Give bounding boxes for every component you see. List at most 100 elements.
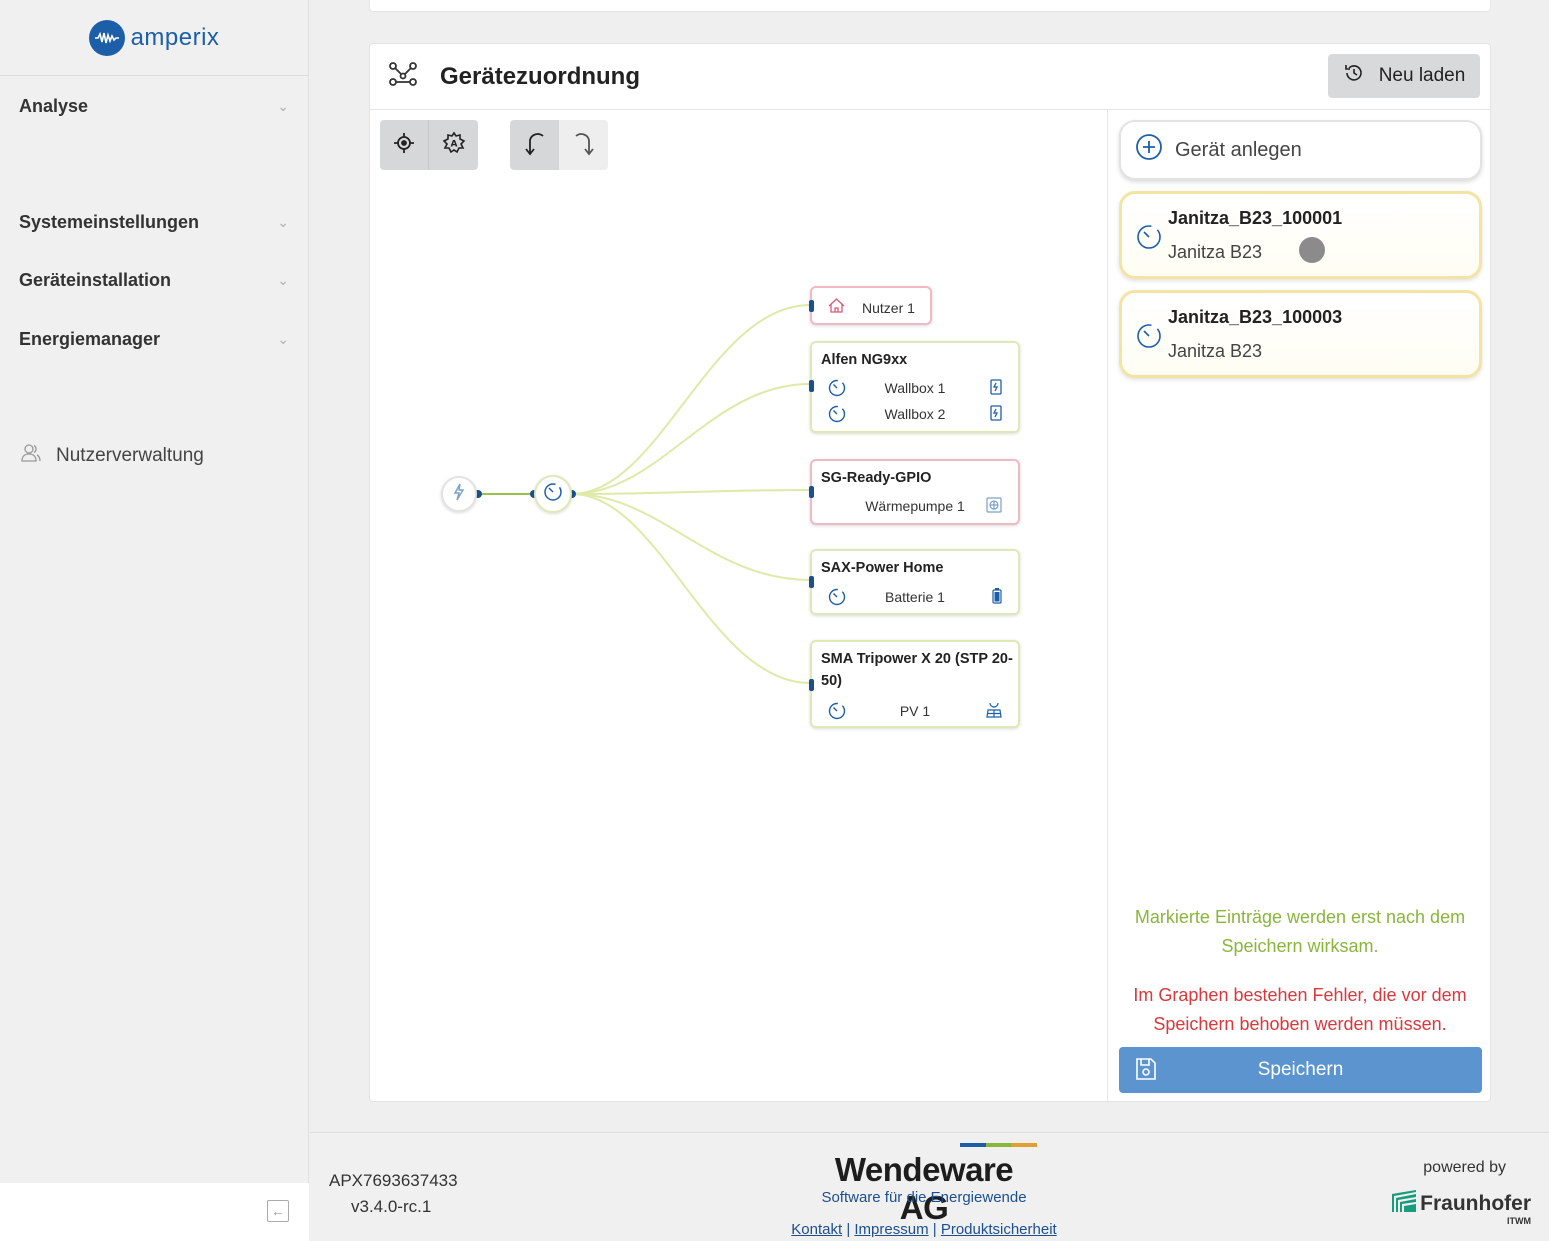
collapse-sidebar-icon[interactable]: ←: [267, 1200, 289, 1222]
serial-number: APX7693637433: [329, 1171, 458, 1190]
sidebar-item-geraeteinstallation[interactable]: Geräteinstallation ⌄: [19, 270, 289, 291]
redo-icon: [572, 130, 596, 161]
sidebar-item-label: Nutzerverwaltung: [56, 445, 204, 466]
solar-icon: [986, 702, 1002, 721]
link-kontakt[interactable]: Kontakt: [791, 1221, 843, 1238]
fraunhofer-logo: Fraunhofer: [1392, 1190, 1531, 1218]
node-row-label: Wallbox 1: [884, 380, 946, 396]
error-message-line: Speichern behoben werden müssen.: [1153, 1014, 1447, 1034]
meter-icon: [1136, 323, 1162, 354]
node-row-label: Batterie 1: [885, 589, 945, 605]
graph-node-sg-ready[interactable]: SG-Ready-GPIO Wärmepumpe 1: [809, 459, 1020, 525]
info-message: Markierte Einträge werden erst nach dem …: [1109, 903, 1491, 961]
users-icon: [20, 442, 42, 470]
node-handle[interactable]: [809, 486, 814, 498]
undo-icon: [523, 130, 547, 161]
footer: APX7693637433 v3.4.0-rc.1 Wendeware AG S…: [310, 1132, 1549, 1241]
meter-node[interactable]: [534, 475, 572, 513]
focus-icon: [392, 131, 416, 160]
save-label: Speichern: [1257, 1059, 1344, 1080]
node-row-label: Wärmepumpe 1: [865, 498, 965, 514]
focus-button[interactable]: [380, 120, 429, 170]
brand-color-bar: [960, 1143, 1038, 1147]
chevron-down-icon: ⌄: [277, 331, 289, 347]
grid-node[interactable]: [441, 476, 477, 512]
wallbox-icon: [990, 405, 1002, 424]
node-row-label: PV 1: [899, 703, 931, 719]
node-row-pv-1[interactable]: PV 1: [812, 699, 1018, 723]
meter-icon: [828, 588, 846, 609]
link-produktsicherheit[interactable]: Produktsicherheit: [940, 1221, 1057, 1238]
node-handle[interactable]: [809, 300, 814, 312]
logo[interactable]: amperix: [0, 0, 308, 76]
node-title: SAX-Power Home: [821, 560, 944, 576]
add-device-button[interactable]: Gerät anlegen: [1119, 120, 1482, 180]
node-title-line1: SMA Tripower X 20 (STP 20-: [821, 651, 1013, 667]
partner-sub: ITWM: [1507, 1216, 1531, 1226]
device-type: Janitza B23: [1168, 341, 1263, 361]
panel-header: Gerätezuordnung Neu laden: [370, 44, 1490, 110]
sidebar-item-systemeinstellungen[interactable]: Systemeinstellungen ⌄: [19, 212, 289, 233]
meter-icon: [828, 405, 846, 426]
sidebar-item-label: Energiemanager: [19, 329, 161, 349]
redo-button[interactable]: [559, 120, 608, 170]
partner-name: Fraunhofer: [1420, 1192, 1531, 1215]
meter-icon: [828, 702, 846, 723]
device-list-pane: Gerät anlegen Janitza_B23_100001 Janitza…: [1109, 110, 1491, 1103]
graph-node-user[interactable]: Nutzer 1: [809, 286, 932, 325]
graph-canvas[interactable]: A: [370, 110, 1108, 1103]
info-message-line: Speichern wirksam.: [1221, 936, 1379, 956]
meter-icon: [1136, 224, 1162, 255]
node-handle[interactable]: [809, 679, 814, 691]
node-handle[interactable]: [809, 380, 814, 392]
device-assignment-panel: Gerätezuordnung Neu laden A: [369, 43, 1491, 1103]
node-row-battery-1[interactable]: Batterie 1: [812, 585, 1018, 609]
node-title: Alfen NG9xx: [821, 352, 908, 368]
footer-links: Kontakt | Impressum | Produktsicherheit: [791, 1221, 1057, 1238]
node-row-wallbox-2[interactable]: Wallbox 2: [812, 402, 1018, 426]
undo-button[interactable]: [510, 120, 559, 170]
error-message: Im Graphen bestehen Fehler, die vor dem …: [1109, 981, 1491, 1039]
save-icon: [1135, 1057, 1157, 1087]
history-toolbar: [510, 120, 608, 170]
save-button[interactable]: Speichern: [1119, 1047, 1482, 1093]
status-dot: [1299, 237, 1325, 263]
view-toolbar: A: [380, 120, 478, 170]
graph-node-sax[interactable]: SAX-Power Home Batterie 1: [809, 549, 1020, 615]
reload-button[interactable]: Neu laden: [1328, 54, 1480, 98]
sidebar-item-label: Systemeinstellungen: [19, 212, 200, 232]
link-impressum[interactable]: Impressum: [854, 1221, 929, 1238]
home-icon: [828, 298, 845, 316]
device-name: Janitza_B23_100003: [1168, 307, 1343, 327]
device-type: Janitza B23: [1168, 242, 1263, 262]
node-handle[interactable]: [809, 576, 814, 588]
sidebar-item-label: Geräteinstallation: [19, 270, 172, 290]
graph-node-sma[interactable]: SMA Tripower X 20 (STP 20- 50) PV 1: [809, 640, 1020, 728]
add-device-label: Gerät anlegen: [1175, 138, 1302, 161]
meter-icon: [828, 379, 846, 400]
sidebar-item-nutzerverwaltung[interactable]: Nutzerverwaltung: [20, 442, 204, 470]
node-row-wallbox-1[interactable]: Wallbox 1: [812, 376, 1018, 400]
node-row-heatpump-1[interactable]: Wärmepumpe 1: [812, 494, 1018, 518]
device-card[interactable]: Janitza_B23_100003 Janitza B23: [1119, 290, 1482, 378]
heatpump-icon: [986, 497, 1002, 516]
wallbox-icon: [990, 379, 1002, 398]
previous-card: [369, 0, 1491, 12]
battery-icon: [992, 588, 1002, 607]
graph-icon: [388, 61, 418, 92]
sidebar: amperix Analyse ⌄ Systemeinstellungen ⌄ …: [0, 0, 309, 1241]
chevron-down-icon: ⌄: [277, 214, 289, 230]
auto-layout-button[interactable]: A: [429, 120, 478, 170]
amperix-logo-icon: [88, 19, 125, 56]
logo-text: amperix: [130, 23, 220, 51]
meter-icon: [543, 482, 563, 507]
brand-name: Wendeware AG: [834, 1151, 1014, 1226]
node-title: SG-Ready-GPIO: [821, 470, 932, 486]
plus-circle-icon: [1135, 133, 1163, 167]
sidebar-item-analyse[interactable]: Analyse ⌄: [19, 96, 289, 117]
sidebar-item-energiemanager[interactable]: Energiemanager ⌄: [19, 329, 289, 350]
auto-layout-icon: A: [442, 131, 466, 160]
device-card[interactable]: Janitza_B23_100001 Janitza B23: [1119, 191, 1482, 279]
brand-tagline: Software für die Energiewende: [821, 1189, 1027, 1206]
graph-node-alfen[interactable]: Alfen NG9xx Wallbox 1 Wallbox 2: [809, 341, 1020, 433]
